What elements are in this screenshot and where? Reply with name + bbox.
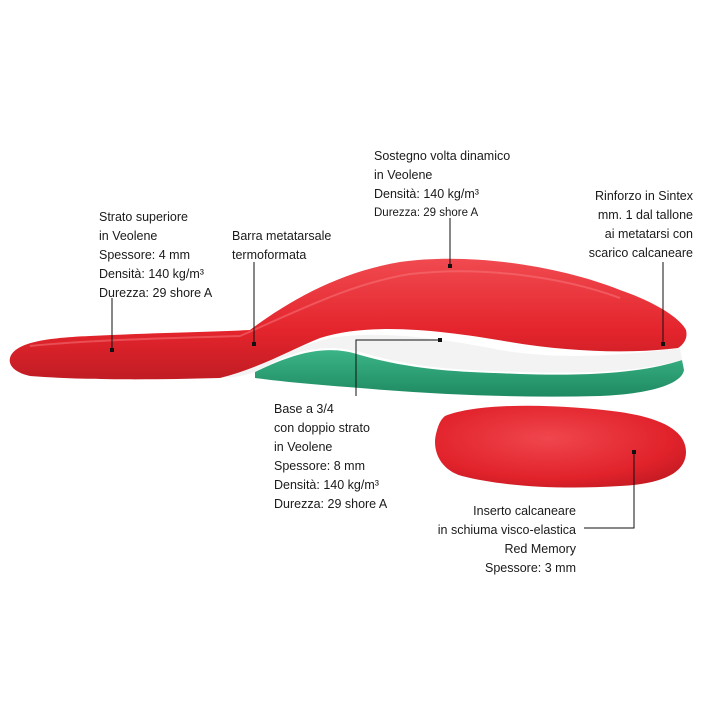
label-base: Base a 3/4 con doppio strato in Veolene … [274, 400, 387, 514]
barra-metatarsale-line-1: Barra metatarsale [232, 229, 332, 243]
white-middle-layer [225, 334, 682, 378]
marker-strato-superiore [110, 348, 114, 352]
marker-rinforzo [661, 342, 665, 346]
rinforzo-line-2: mm. 1 dal tallone [597, 208, 693, 222]
strato-superiore-line-5: Durezza: 29 shore A [99, 286, 213, 300]
inserto-line-3: Red Memory [504, 542, 576, 556]
red-top-layer [9, 258, 687, 380]
label-strato-superiore: Strato superiore in Veolene Spessore: 4 … [99, 208, 212, 303]
rinforzo-line-3: ai metatarsi con [604, 227, 693, 241]
marker-sostegno-volta [448, 264, 452, 268]
barra-metatarsale-line-2: termoformata [232, 248, 307, 262]
sostegno-volta-line-2: in Veolene [374, 168, 433, 182]
inserto-line-1: Inserto calcaneare [473, 504, 576, 518]
red-top-highlight [29, 270, 621, 347]
label-barra-metatarsale: Barra metatarsale termoformata [232, 227, 331, 265]
heel-insert [435, 405, 686, 488]
leader-base [355, 339, 440, 396]
green-base-layer [255, 350, 684, 397]
inserto-line-2: in schiuma visco-elastica [437, 523, 576, 537]
base-line-6: Durezza: 29 shore A [274, 497, 388, 511]
inserto-line-4: Spessore: 3 mm [484, 561, 576, 575]
sostegno-volta-line-4: Durezza: 29 shore A [374, 207, 479, 219]
base-line-3: in Veolene [274, 440, 333, 454]
rinforzo-line-4: scarico calcaneare [588, 246, 693, 260]
marker-inserto [632, 450, 636, 454]
marker-dots [110, 264, 665, 454]
rinforzo-line-1: Rinforzo in Sintex [595, 189, 693, 203]
label-sostegno-volta: Sostegno volta dinamico in Veolene Densi… [374, 147, 510, 223]
strato-superiore-line-4: Densità: 140 kg/m³ [99, 267, 204, 281]
label-inserto: Inserto calcaneare in schiuma visco-elas… [438, 502, 576, 578]
base-line-4: Spessore: 8 mm [274, 459, 366, 473]
strato-superiore-line-2: in Veolene [99, 229, 158, 243]
marker-base [438, 338, 442, 342]
base-line-1: Base a 3/4 [274, 402, 334, 416]
marker-barra-metatarsale [252, 342, 256, 346]
leader-lines [111, 218, 664, 529]
sostegno-volta-line-1: Sostegno volta dinamico [374, 149, 511, 163]
strato-superiore-line-1: Strato superiore [99, 210, 188, 224]
base-line-5: Densità: 140 kg/m³ [274, 478, 379, 492]
sostegno-volta-line-3: Densità: 140 kg/m³ [374, 187, 479, 201]
leader-inserto [584, 452, 635, 529]
strato-superiore-line-3: Spessore: 4 mm [99, 248, 191, 262]
base-line-2: con doppio strato [274, 421, 370, 435]
label-rinforzo: Rinforzo in Sintex mm. 1 dal tallone ai … [589, 187, 693, 263]
